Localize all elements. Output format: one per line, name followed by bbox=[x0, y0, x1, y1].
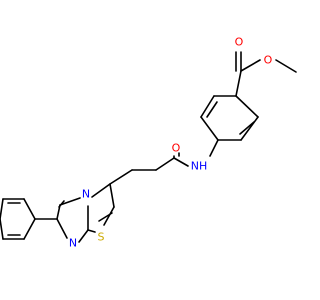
bond bbox=[0, 198, 4, 220]
bond bbox=[59, 197, 81, 206]
bond bbox=[240, 59, 261, 72]
bond bbox=[109, 183, 115, 208]
bond bbox=[78, 229, 89, 243]
bond bbox=[98, 212, 113, 222]
atom-label-s-ring: S bbox=[98, 231, 105, 244]
molecule-structure-diagram: O O O NH N N S bbox=[0, 36, 297, 250]
bond bbox=[206, 101, 218, 118]
atom-label-nh-amide: NH bbox=[191, 160, 208, 173]
atom-label-n-ring: N bbox=[82, 188, 90, 201]
bond bbox=[91, 183, 111, 198]
atom-label-n-imine: N bbox=[69, 237, 77, 250]
bond bbox=[173, 157, 189, 167]
bond bbox=[275, 59, 297, 73]
bond bbox=[87, 229, 96, 233]
bond bbox=[239, 121, 255, 135]
bond bbox=[23, 198, 36, 220]
atom-label-o-carbonyl-ester: O bbox=[235, 36, 244, 49]
bond bbox=[235, 95, 259, 118]
bond bbox=[235, 70, 242, 97]
bond bbox=[200, 116, 219, 141]
bond bbox=[155, 157, 175, 171]
bond bbox=[200, 95, 215, 118]
bond-layer bbox=[0, 51, 297, 243]
atom-label-o-amide: O bbox=[172, 142, 181, 155]
bond bbox=[0, 218, 4, 240]
bond bbox=[103, 206, 115, 226]
bond bbox=[240, 116, 259, 141]
bond bbox=[209, 139, 219, 157]
bond bbox=[56, 204, 61, 220]
bond bbox=[23, 218, 36, 240]
bond bbox=[109, 169, 133, 185]
atom-label-o-ester: O bbox=[264, 54, 273, 67]
bond bbox=[56, 218, 68, 239]
atom-label-layer: O O O NH N N S bbox=[69, 36, 273, 250]
